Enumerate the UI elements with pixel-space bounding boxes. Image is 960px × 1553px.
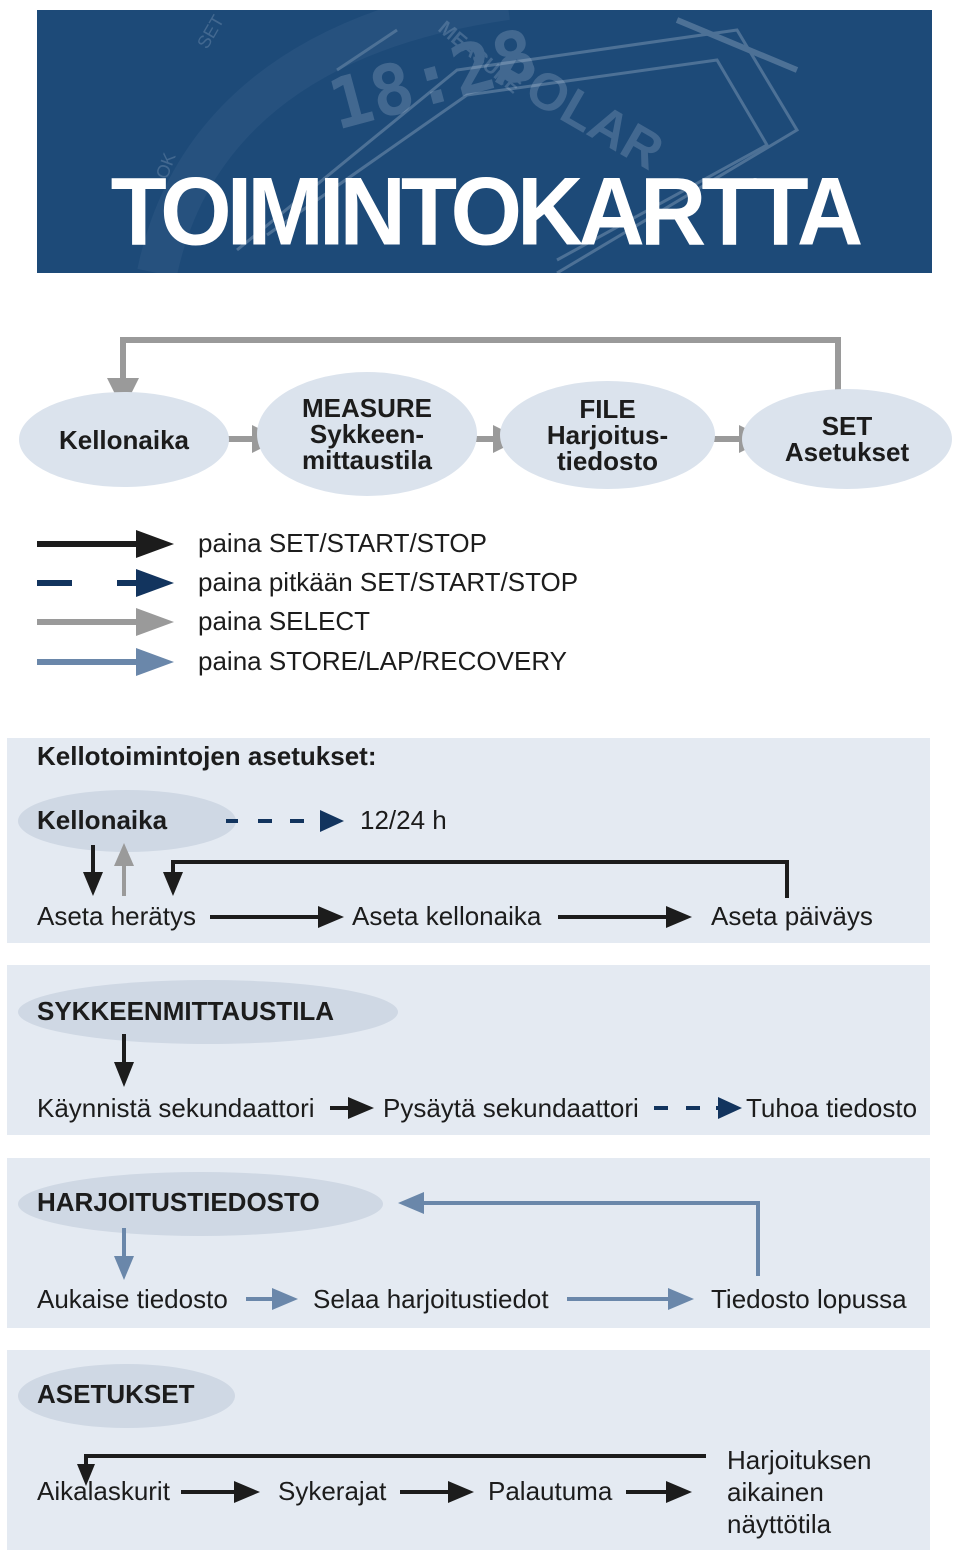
settings-step-limits: Sykerajat	[278, 1476, 387, 1506]
settings-step-display-line-1: Harjoituksen	[727, 1445, 872, 1475]
mode-file-line-3: tiedosto	[556, 446, 659, 476]
measure-step-delete: Tuhoa tiedosto	[746, 1093, 918, 1123]
clock-settings-heading: Kellotoimintojen asetukset:	[37, 741, 377, 771]
legend-label-select: paina SELECT	[198, 606, 370, 636]
legend-solid-blue-head	[136, 648, 174, 676]
settings-step-display-line-2: aikainen	[727, 1477, 824, 1507]
file-step-browse: Selaa harjoitustiedot	[313, 1284, 549, 1314]
mode-measure-line-3: mittaustila	[301, 445, 433, 475]
legend-solid-black-head	[136, 530, 174, 558]
mode-set-line-1: SET	[821, 411, 873, 441]
legend-label-store-lap-recovery: paina STORE/LAP/RECOVERY	[198, 646, 567, 676]
mode-loop-arrow	[120, 337, 841, 390]
legend-label-long-set-start-stop: paina pitkään SET/START/STOP	[198, 567, 579, 597]
settings-step-display-line-3: näyttötila	[727, 1509, 832, 1539]
mode-set-line-2: Asetukset	[784, 437, 910, 467]
mode-file-line-1: FILE	[579, 394, 636, 424]
clock-format-label: 12/24 h	[360, 805, 447, 835]
clock-mode-label: Kellonaika	[37, 805, 168, 835]
mode-file: FILE Harjoitus- tiedosto	[500, 381, 715, 489]
mode-file-line-2: Harjoitus-	[546, 420, 669, 450]
legend-label-set-start-stop: paina SET/START/STOP	[198, 528, 487, 558]
clock-step-alarm: Aseta herätys	[37, 901, 196, 931]
legend-dashed-navy-head	[136, 569, 174, 597]
settings-step-display: Harjoituksen aikainen näyttötila	[727, 1444, 872, 1540]
legend-solid-gray-head	[136, 608, 174, 636]
mode-measure: MEASURE Sykkeen- mittaustila	[257, 372, 477, 496]
settings-heading-oval	[18, 1364, 235, 1428]
mode-measure-line-2: Sykkeen-	[309, 419, 425, 449]
page-title: TOIMINTOKARTTA	[110, 158, 864, 266]
mode-kellonaika-label: Kellonaika	[58, 424, 190, 455]
clock-step-date: Aseta päiväys	[711, 901, 873, 931]
clock-format-arrow	[226, 810, 344, 832]
measure-step-stop: Pysäytä sekundaattori	[383, 1093, 639, 1123]
mode-kellonaika: Kellonaika	[19, 392, 229, 487]
measure-step-start: Käynnistä sekundaattori	[37, 1093, 315, 1123]
clock-mode-oval	[18, 790, 236, 852]
clock-step-time: Aseta kellonaika	[352, 901, 542, 931]
mode-measure-line-1: MEASURE	[301, 393, 432, 423]
file-heading-oval	[18, 1172, 383, 1236]
file-heading: HARJOITUSTIEDOSTO	[37, 1187, 320, 1217]
watch-background-image: POLAR MEASURE SET OK 18:28	[137, 10, 800, 273]
settings-loop-arrow	[84, 1454, 706, 1470]
settings-step-recovery: Palautuma	[488, 1476, 613, 1506]
file-step-end: Tiedosto lopussa	[711, 1284, 907, 1314]
file-loop-arrow	[420, 1201, 760, 1276]
file-step-open: Aukaise tiedosto	[37, 1284, 228, 1314]
settings-heading: ASETUKSET	[37, 1379, 195, 1409]
measure-heading: SYKKEENMITTAUSTILA	[37, 996, 335, 1026]
mode-set: SET Asetukset	[742, 389, 952, 489]
settings-step-timers: Aikalaskurit	[37, 1476, 170, 1506]
title-banner: POLAR MEASURE SET OK 18:28 TOIMINTOKARTT…	[37, 10, 932, 273]
measure-heading-oval	[18, 980, 398, 1044]
clock-loop-arrow	[171, 860, 789, 898]
measure-delete-arrow	[654, 1097, 742, 1119]
